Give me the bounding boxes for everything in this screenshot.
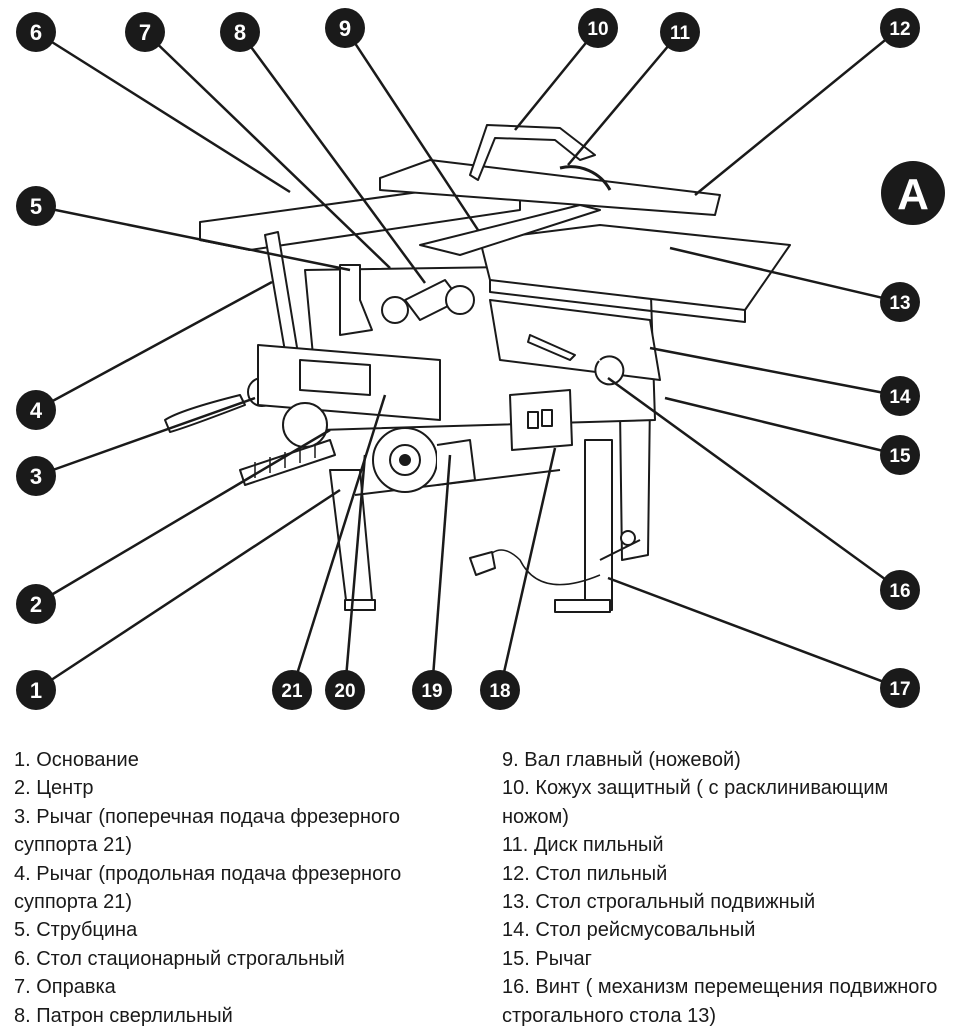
legend-item-5: 5. Струбцина [14,919,138,942]
legend-item-12: 12. Стол пильный [502,862,668,885]
svg-text:5: 5 [30,194,42,219]
legend-item-8: 8. Патрон сверлильный [14,1004,233,1027]
svg-text:19: 19 [421,681,442,702]
legend-item-1: 1. Основание [14,749,139,771]
callout-18: 18 [480,670,520,710]
legend-item-16: 16. Винт ( механизм перемещения подвижно… [502,976,938,1027]
svg-text:12: 12 [889,19,910,40]
svg-text:15: 15 [889,446,911,467]
svg-text:3: 3 [30,464,42,489]
callout-7: 7 [125,12,165,52]
svg-text:17: 17 [889,679,910,700]
machine-illustration [164,124,791,613]
svg-text:20: 20 [334,681,355,702]
legend-item-3: 3. Рычаг (поперечная подача фрезерного с… [14,805,401,857]
callout-14: 14 [880,376,920,416]
callout-20: 20 [325,670,365,710]
callout-17: 17 [880,668,920,708]
svg-text:7: 7 [139,20,151,45]
legend-item-11: 11. Диск пильный [502,834,664,857]
legend-item-4: 4. Рычаг (продольная подача фрезерного с… [14,862,402,914]
callout-1: 1 [16,670,56,710]
svg-text:8: 8 [234,20,246,45]
callout-2: 2 [16,584,56,624]
callout-12: 12 [880,8,920,48]
svg-text:11: 11 [670,23,691,44]
callout-3: 3 [16,456,56,496]
legend-item-13: 13. Стол строгальный подвижный [502,891,816,914]
svg-text:13: 13 [889,293,910,314]
svg-text:21: 21 [281,681,303,702]
callout-11: 11 [660,12,700,52]
callout-13: 13 [880,282,920,322]
callout-21: 21 [272,670,312,710]
machine-diagram: 1 2 3 4 5 6 7 8 9 10 11 12 13 14 15 16 1… [16,8,945,710]
callout-16: 16 [880,570,920,610]
callout-8: 8 [220,12,260,52]
svg-text:18: 18 [489,681,510,702]
svg-text:2: 2 [30,592,42,617]
svg-text:14: 14 [889,387,911,408]
callout-6: 6 [16,12,56,52]
callout-4: 4 [16,390,56,430]
svg-text:9: 9 [339,16,351,41]
legend-right-column: 9. Вал главный (ножевой) 10. Кожух защит… [502,746,957,1030]
svg-text:6: 6 [30,20,42,45]
svg-text:A: A [897,170,929,219]
svg-text:1: 1 [30,678,42,703]
panel-label: A [881,161,945,225]
svg-text:16: 16 [889,581,910,602]
callout-15: 15 [880,435,920,475]
legend-item-9: 9. Вал главный (ножевой) [502,749,741,771]
callout-9: 9 [325,8,365,48]
svg-text:4: 4 [30,398,43,423]
legend-item-6: 6. Стол стационарный строгальный [14,947,345,970]
callout-10: 10 [578,8,618,48]
legend-item-14: 14. Стол рейсмусовальный [502,919,756,942]
legend-item-7: 7. Оправка [14,976,116,999]
callout-5: 5 [16,186,56,226]
legend-left-column: 1. Основание 2. Центр 3. Рычаг (поперечн… [14,746,484,1030]
legend-item-2: 2. Центр [14,777,94,800]
callout-19: 19 [412,670,452,710]
callout-badges: 1 2 3 4 5 6 7 8 9 10 11 12 13 14 15 16 1… [16,8,920,710]
leader-lines [35,27,901,692]
svg-text:10: 10 [587,19,608,40]
legend-item-10: 10. Кожух защитный ( с расклинивающим но… [502,777,889,828]
legend-item-15: 15. Рычаг [502,947,592,970]
